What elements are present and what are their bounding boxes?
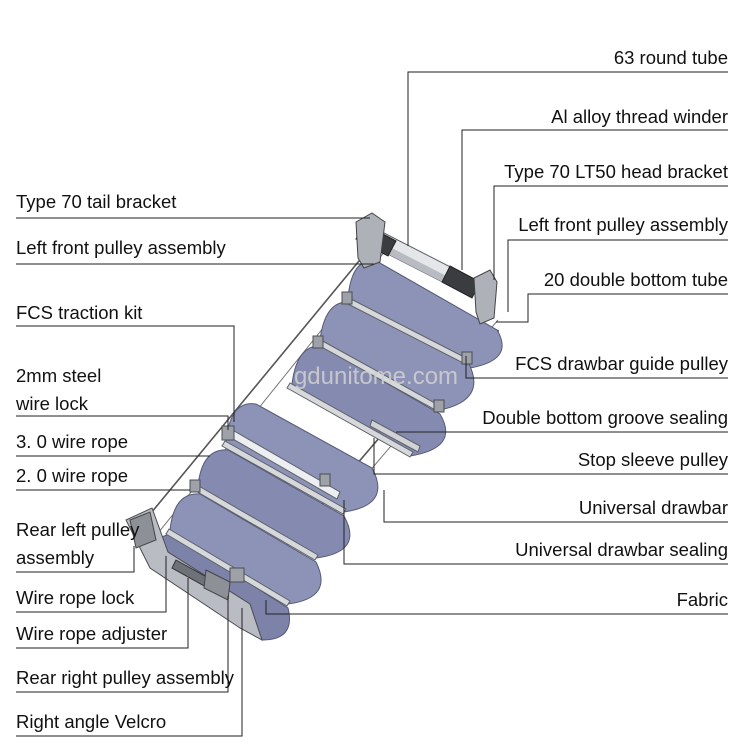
rear-left-pulley: [129, 511, 157, 549]
label-tail-bracket: Type 70 tail bracket: [16, 191, 176, 212]
label-2-wire-rope: 2. 0 wire rope: [16, 465, 128, 486]
label-groove-sealing: Double bottom groove sealing: [482, 407, 728, 428]
pulley-bracket: [341, 291, 353, 305]
label-steel-wire-lock-1: 2mm steel: [16, 365, 101, 386]
label-rear-left-pulley-2: assembly: [16, 547, 95, 568]
bottom-tube: [165, 528, 291, 607]
head-bracket: [473, 269, 498, 325]
right-leaders: [265, 71, 728, 615]
round-tube-shade: [376, 242, 464, 291]
leader-rear-left-pulley: [16, 546, 135, 573]
bottom-tube: [286, 382, 414, 458]
left-leaders: [16, 217, 374, 737]
label-drawbar-sealing: Universal drawbar sealing: [515, 539, 728, 560]
label-3-wire-rope: 3. 0 wire rope: [16, 431, 128, 452]
label-fcs-traction-kit: FCS traction kit: [16, 302, 142, 323]
leader-rear-right-pulley: [16, 596, 229, 693]
leader-wire-rope-adjuster: [16, 578, 189, 649]
pulley-bracket: [319, 473, 331, 487]
label-double-bottom-tube: 20 double bottom tube: [544, 269, 728, 290]
label-rear-left-pulley-1: Rear left pulley: [16, 519, 140, 540]
label-drawbar-guide-pulley: FCS drawbar guide pulley: [515, 353, 729, 374]
fabric-fold: [169, 493, 322, 605]
leader-left-front-pulley-right: [507, 239, 728, 312]
pulley-bracket: [312, 335, 324, 349]
leader-steel-wire-lock: [16, 415, 229, 430]
leader-drawbar-guide-pulley: [465, 356, 728, 379]
label-universal-drawbar: Universal drawbar: [579, 497, 728, 518]
watermark: gdunitome.com: [294, 363, 458, 390]
right-labels: 63 round tube Al alloy thread winder Typ…: [482, 47, 729, 610]
bottom-tube: [221, 440, 347, 515]
label-63-round-tube: 63 round tube: [614, 47, 728, 68]
tail-bracket: [355, 212, 386, 269]
label-head-bracket: Type 70 LT50 head bracket: [504, 161, 728, 182]
label-thread-winder: Al alloy thread winder: [551, 106, 728, 127]
label-right-angle-velcro: Right angle Velcro: [16, 711, 166, 732]
left-labels: Type 70 tail bracket Left front pulley a…: [15, 191, 235, 732]
fabric-fold: [291, 345, 447, 457]
pulley-bracket: [461, 351, 473, 365]
label-steel-wire-lock-2: wire lock: [15, 393, 89, 414]
leader-double-bottom-tube: [496, 293, 728, 323]
pulley-bracket: [433, 399, 445, 413]
pulley-brackets: [189, 291, 473, 583]
pulley-bracket: [229, 567, 245, 583]
awning-illustration: [125, 212, 503, 642]
label-wire-rope-lock: Wire rope lock: [16, 587, 135, 608]
leader-63-round-tube: [407, 71, 728, 246]
leader-fabric: [265, 600, 728, 615]
leader-drawbar-sealing: [343, 500, 728, 565]
fabric-fold: [347, 260, 503, 369]
label-left-front-pulley-left: Left front pulley assembly: [16, 237, 227, 258]
leader-head-bracket: [493, 185, 728, 280]
leader-fcs-traction-kit: [16, 325, 235, 422]
pulley-bracket: [189, 479, 201, 493]
leader-wire-rope-lock: [16, 556, 167, 613]
label-fabric: Fabric: [677, 589, 728, 610]
bottom-tubes: [165, 296, 471, 607]
label-stop-sleeve-pulley: Stop sleeve pulley: [578, 449, 729, 470]
left-wire-rope: [136, 237, 379, 531]
double-bottom-groove-bar: [369, 419, 421, 453]
fabric-fold: [225, 403, 379, 513]
label-wire-rope-adjuster: Wire rope adjuster: [16, 623, 167, 644]
leader-stop-sleeve-pulley: [373, 438, 728, 475]
label-rear-right-pulley: Rear right pulley assembly: [16, 667, 235, 688]
thread-winder: [441, 265, 481, 299]
leader-thread-winder: [461, 129, 728, 270]
roller-tube-assembly: [355, 212, 498, 325]
leader-universal-drawbar: [383, 490, 728, 523]
leader-right-angle-velcro: [16, 608, 243, 737]
label-left-front-pulley-right: Left front pulley assembly: [518, 214, 729, 235]
